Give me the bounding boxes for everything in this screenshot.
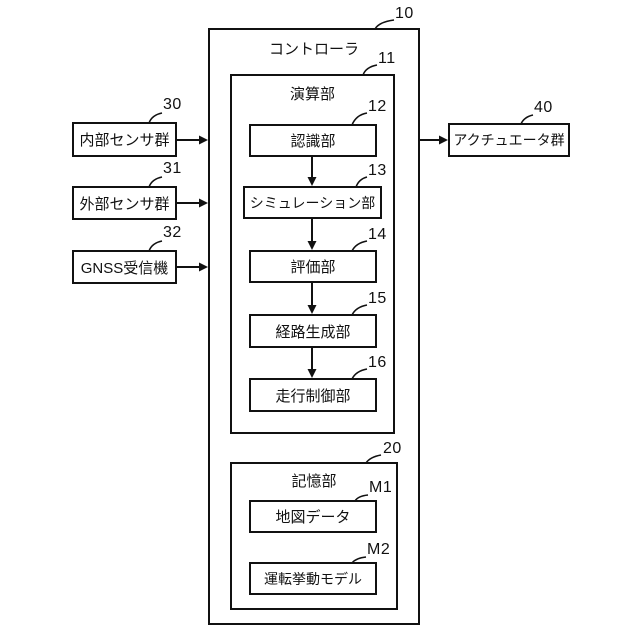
actuator-group-block: アクチュエータ群 [448,123,570,157]
actuator-group-label: アクチュエータ群 [453,132,565,148]
external-sensor-group-label: 外部センサ群 [79,195,170,213]
ref-m2: M2 [367,541,391,558]
travel-control-label: 走行制御部 [275,387,351,405]
map-data-block: 地図データ [249,500,377,533]
ref-14: 14 [368,226,387,243]
route-generation-block: 経路生成部 [249,314,377,348]
gnss-receiver-label: GNSS受信機 [80,259,169,277]
travel-control-block: 走行制御部 [249,378,377,412]
driving-behavior-model-block: 運転挙動モデル [249,562,377,595]
simulation-label: シミュレーション部 [249,194,376,211]
evaluation-label: 評価部 [290,259,336,276]
ref-10: 10 [395,5,414,22]
internal-sensor-group-label: 内部センサ群 [79,132,170,149]
recognition-block: 認識部 [249,124,377,157]
external-sensor-group-block: 外部センサ群 [72,186,177,220]
ref-16: 16 [368,354,387,371]
ref-20: 20 [383,440,402,457]
compute-unit-label: 演算部 [289,86,335,103]
arrowhead-gnss [199,262,208,272]
ref-32: 32 [163,224,182,241]
driving-behavior-model-label: 運転挙動モデル [264,570,362,587]
ref-40: 40 [534,99,553,116]
ref-m1: M1 [369,479,393,496]
internal-sensor-group-block: 内部センサ群 [72,122,177,157]
storage-unit-label: 記憶部 [291,473,337,490]
simulation-block: シミュレーション部 [243,186,382,219]
route-generation-label: 経路生成部 [275,323,351,341]
controller-label: コントローラ [268,41,359,58]
ref-30: 30 [163,96,182,113]
ref-13: 13 [368,162,387,179]
arrowhead-actuator [439,135,448,145]
recognition-label: 認識部 [290,133,336,150]
gnss-receiver-block: GNSS受信機 [72,250,177,284]
arrowhead-internal-sensor [199,135,208,145]
map-data-label: 地図データ [275,509,351,526]
ref-31: 31 [163,160,182,177]
ref-12: 12 [368,98,387,115]
ref-15: 15 [368,290,387,307]
arrowhead-external-sensor [199,198,208,208]
evaluation-block: 評価部 [249,250,377,283]
ref-11: 11 [378,50,396,67]
